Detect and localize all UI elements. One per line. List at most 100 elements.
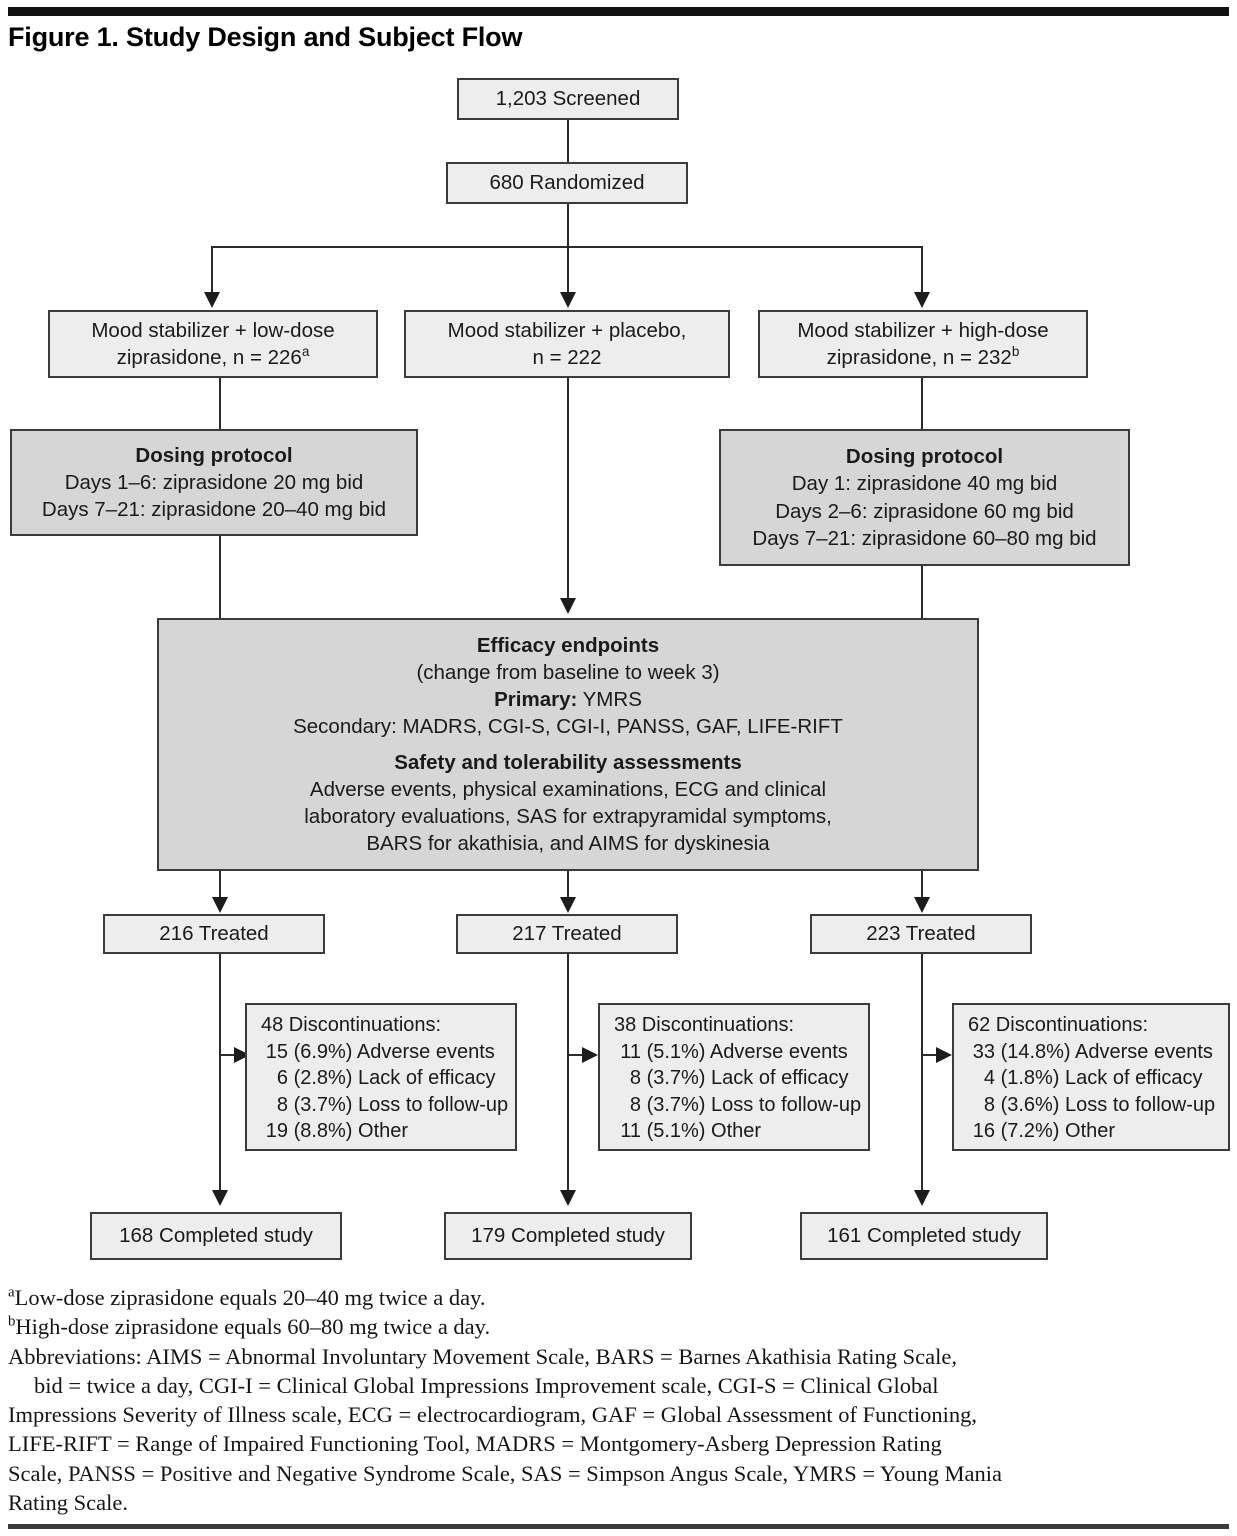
dosing-low-line-1: Days 1–6: ziprasidone 20 mg bid xyxy=(64,470,364,494)
dosing-high-line-3: Days 7–21: ziprasidone 60–80 mg bid xyxy=(752,526,1097,550)
disc-low-row-1-n: 15 xyxy=(265,1040,288,1063)
arm-high-dose-line1: Mood stabilizer + high-dose xyxy=(797,318,1049,342)
disc-high-row-2: 4 (1.8%) Lack of efficacy xyxy=(968,1065,1203,1092)
bottom-rule xyxy=(8,1524,1229,1529)
disc-high-row-4: 16 (7.2%) Other xyxy=(968,1118,1115,1145)
disc-placebo-row-4-reason: Other xyxy=(711,1120,762,1143)
arm-placebo-line2: n = 222 xyxy=(532,346,602,369)
abbreviations-line-6: Rating Scale. xyxy=(8,1489,128,1515)
footnote-b: bHigh-dose ziprasidone equals 60–80 mg t… xyxy=(8,1312,1230,1341)
disc-high-row-2-reason: Lack of efficacy xyxy=(1065,1067,1203,1090)
connector-treated-to-completed-middle xyxy=(567,954,569,1194)
completed-high-dose-label: 161 Completed study xyxy=(827,1224,1021,1248)
endpoints-primary-value: YMRS xyxy=(577,687,642,711)
connector-to-discontinuations-high-dose xyxy=(921,1054,942,1056)
footnote-b-marker: b xyxy=(8,1313,16,1330)
figure-title: Figure 1. Study Design and Subject Flow xyxy=(8,22,523,52)
dosing-low-line-2: Days 7–21: ziprasidone 20–40 mg bid xyxy=(41,498,387,522)
disc-placebo-row-3: 8 (3.7%) Loss to follow-up xyxy=(614,1092,861,1119)
connector-to-discontinuations-placebo xyxy=(567,1054,588,1056)
abbreviations-line-4: LIFE-RIFT = Range of Impaired Functionin… xyxy=(8,1431,942,1457)
arm-high-dose-line2: ziprasidone, n = 232b xyxy=(827,344,1020,371)
disc-low-row-1-reason: Adverse events xyxy=(356,1040,495,1063)
node-randomized-label: 680 Randomized xyxy=(489,171,645,195)
disc-placebo-row-1-n: 11 xyxy=(620,1040,641,1063)
disc-high-heading: 62 Discontinuations: xyxy=(968,1014,1149,1036)
abbreviations-line-1: Abbreviations: AIMS = Abnormal Involunta… xyxy=(8,1343,958,1369)
disc-high-row-1-pct: (14.8%) xyxy=(1000,1040,1071,1063)
abbreviations-line-5: Scale, PANSS = Positive and Negative Syn… xyxy=(8,1460,1002,1486)
disc-low-row-3-pct: (3.7%) xyxy=(293,1093,353,1116)
disc-low-row-1-pct: (6.9%) xyxy=(293,1040,353,1063)
node-randomized: 680 Randomized xyxy=(446,162,688,204)
disc-high-row-4-pct: (7.2%) xyxy=(1000,1120,1060,1143)
arm-low-dose-footnote-marker: a xyxy=(301,344,310,360)
disc-low-row-2-reason: Lack of efficacy xyxy=(358,1067,496,1090)
disc-high-row-2-n: 4 xyxy=(983,1067,995,1090)
treated-high-dose-label: 223 Treated xyxy=(866,922,976,946)
footnote-b-text: High-dose ziprasidone equals 60–80 mg tw… xyxy=(15,1314,491,1340)
treated-placebo-label: 217 Treated xyxy=(512,922,622,946)
connector-endpoints-to-treated-left xyxy=(219,871,221,901)
arrowhead-to-completed-low-dose xyxy=(212,1190,228,1206)
arrowhead-to-arm-low-dose xyxy=(204,292,220,308)
endpoints-safety-heading: Safety and tolerability assessments xyxy=(394,751,742,774)
node-completed-placebo: 179 Completed study xyxy=(444,1212,692,1260)
disc-high-row-3-pct: (3.6%) xyxy=(1000,1093,1060,1116)
disc-placebo-row-3-pct: (3.7%) xyxy=(646,1093,706,1116)
node-treated-low-dose: 216 Treated xyxy=(103,914,325,954)
disc-high-row-4-reason: Other xyxy=(1065,1120,1116,1143)
node-screened: 1,203 Screened xyxy=(457,78,679,120)
arm-placebo-line1: Mood stabilizer + placebo, xyxy=(447,318,687,342)
footnote-a: aLow-dose ziprasidone equals 20–40 mg tw… xyxy=(8,1283,1230,1312)
connector-branch-middle xyxy=(567,246,569,296)
disc-placebo-row-2-pct: (3.7%) xyxy=(646,1067,706,1090)
arrowhead-to-arm-placebo xyxy=(560,292,576,308)
connector-branch-left xyxy=(211,246,213,296)
disc-placebo-heading: 38 Discontinuations: xyxy=(614,1014,795,1036)
endpoints-safety-line-3: BARS for akathisia, and AIMS for dyskine… xyxy=(366,832,770,856)
disc-low-row-4-n: 19 xyxy=(265,1120,288,1143)
endpoints-primary: Primary: YMRS xyxy=(494,686,642,713)
disc-high-row-1-reason: Adverse events xyxy=(1075,1040,1213,1063)
endpoints-safety-line-2: laboratory evaluations, SAS for extrapyr… xyxy=(304,805,832,829)
arrowhead-to-arm-high-dose xyxy=(914,292,930,308)
disc-low-row-2-n: 6 xyxy=(276,1067,288,1090)
disc-low-row-1: 15 (6.9%) Adverse events xyxy=(261,1039,495,1066)
disc-placebo-row-3-reason: Loss to follow-up xyxy=(711,1093,862,1116)
disc-placebo-row-1-pct: (5.1%) xyxy=(646,1040,706,1063)
footnote-a-marker: a xyxy=(8,1284,15,1301)
arrowhead-to-treated-low-dose xyxy=(212,897,228,913)
abbreviations-line-3: Impressions Severity of Illness scale, E… xyxy=(8,1402,977,1427)
disc-high-row-4-n: 16 xyxy=(972,1120,995,1143)
connector-endpoints-to-treated-middle xyxy=(567,871,569,901)
disc-low-row-3-n: 8 xyxy=(276,1093,288,1116)
node-arm-high-dose: Mood stabilizer + high-dose ziprasidone,… xyxy=(758,310,1088,378)
disc-high-row-2-pct: (1.8%) xyxy=(1000,1067,1060,1090)
disc-high-row-1-n: 33 xyxy=(972,1040,995,1063)
node-screened-label: 1,203 Screened xyxy=(495,87,641,111)
footnotes: aLow-dose ziprasidone equals 20–40 mg tw… xyxy=(8,1283,1230,1517)
disc-placebo-row-1-reason: Adverse events xyxy=(709,1040,848,1063)
node-arm-low-dose: Mood stabilizer + low-dose ziprasidone, … xyxy=(48,310,378,378)
endpoints-secondary: Secondary: MADRS, CGI-S, CGI-I, PANSS, G… xyxy=(293,714,843,738)
node-endpoints: Efficacy endpoints (change from baseline… xyxy=(157,618,979,871)
node-treated-high-dose: 223 Treated xyxy=(810,914,1032,954)
connector-placebo-down xyxy=(567,378,569,600)
disc-high-row-3-n: 8 xyxy=(983,1093,995,1116)
node-dosing-protocol-low-dose: Dosing protocol Days 1–6: ziprasidone 20… xyxy=(10,429,418,536)
dosing-high-line-2: Days 2–6: ziprasidone 60 mg bid xyxy=(775,499,1074,523)
node-discontinuations-high-dose: 62 Discontinuations: 33 (14.8%) Adverse … xyxy=(952,1003,1230,1151)
dosing-high-line-1: Day 1: ziprasidone 40 mg bid xyxy=(791,472,1058,496)
disc-low-row-3-reason: Loss to follow-up xyxy=(358,1093,509,1116)
node-completed-low-dose: 168 Completed study xyxy=(90,1212,342,1260)
disc-low-row-3: 8 (3.7%) Loss to follow-up xyxy=(261,1092,508,1119)
node-completed-high-dose: 161 Completed study xyxy=(800,1212,1048,1260)
disc-low-row-4: 19 (8.8%) Other xyxy=(261,1118,408,1145)
disc-high-row-3: 8 (3.6%) Loss to follow-up xyxy=(968,1092,1215,1119)
footnote-a-text: Low-dose ziprasidone equals 20–40 mg twi… xyxy=(14,1285,486,1310)
disc-placebo-row-2-reason: Lack of efficacy xyxy=(711,1067,849,1090)
connector-branch-right xyxy=(921,246,923,296)
disc-placebo-row-2-n: 8 xyxy=(629,1067,641,1090)
